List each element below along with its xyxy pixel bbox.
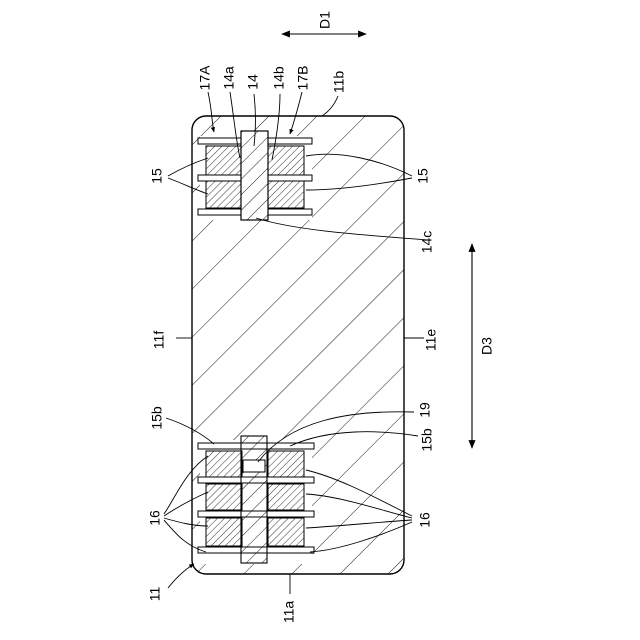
label-19: 19 bbox=[417, 402, 433, 418]
label-11e: 11e bbox=[423, 329, 439, 352]
upper-coil-assembly bbox=[198, 131, 312, 220]
lower-coil-assembly bbox=[198, 436, 314, 564]
label-17A: 17A bbox=[197, 65, 213, 91]
label-14: 14 bbox=[245, 74, 261, 90]
label-11a: 11a bbox=[281, 601, 297, 624]
label-11: 11 bbox=[147, 587, 163, 602]
label-14b: 14b bbox=[271, 66, 287, 90]
label-15-right: 15 bbox=[415, 168, 431, 184]
label-d1: D1 bbox=[317, 11, 333, 29]
label-16-left: 16 bbox=[147, 510, 163, 526]
label-15b-left: 15b bbox=[149, 406, 165, 430]
label-11f: 11f bbox=[151, 331, 167, 350]
label-15b-right: 15b bbox=[419, 428, 435, 452]
label-15-left: 15 bbox=[149, 168, 165, 184]
label-17B: 17B bbox=[295, 66, 311, 91]
label-14c: 14c bbox=[419, 231, 435, 254]
label-d3: D3 bbox=[479, 337, 495, 355]
label-14a: 14a bbox=[221, 66, 237, 90]
label-16-right: 16 bbox=[417, 512, 433, 528]
label-11b: 11b bbox=[331, 71, 347, 94]
